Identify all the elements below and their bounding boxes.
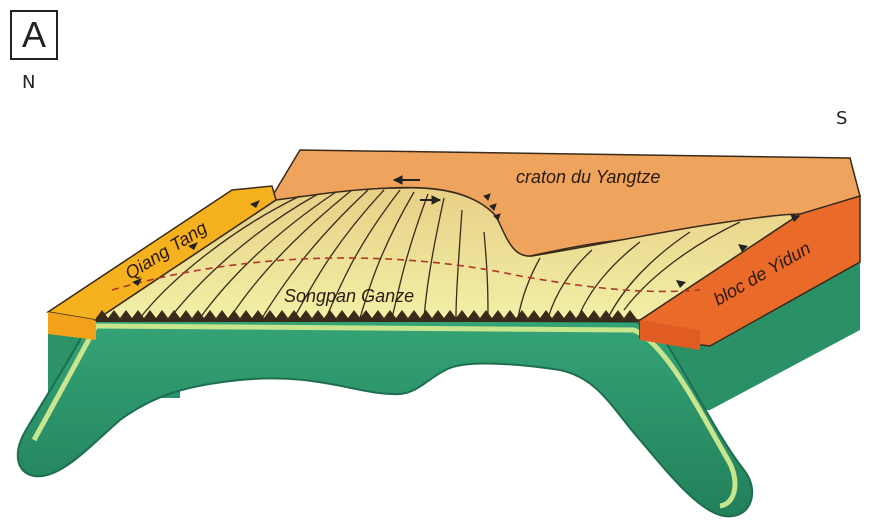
green-slab <box>18 318 752 516</box>
label-yangtze: craton du Yangtze <box>516 167 660 187</box>
label-songpan: Songpan Ganze <box>284 286 414 306</box>
